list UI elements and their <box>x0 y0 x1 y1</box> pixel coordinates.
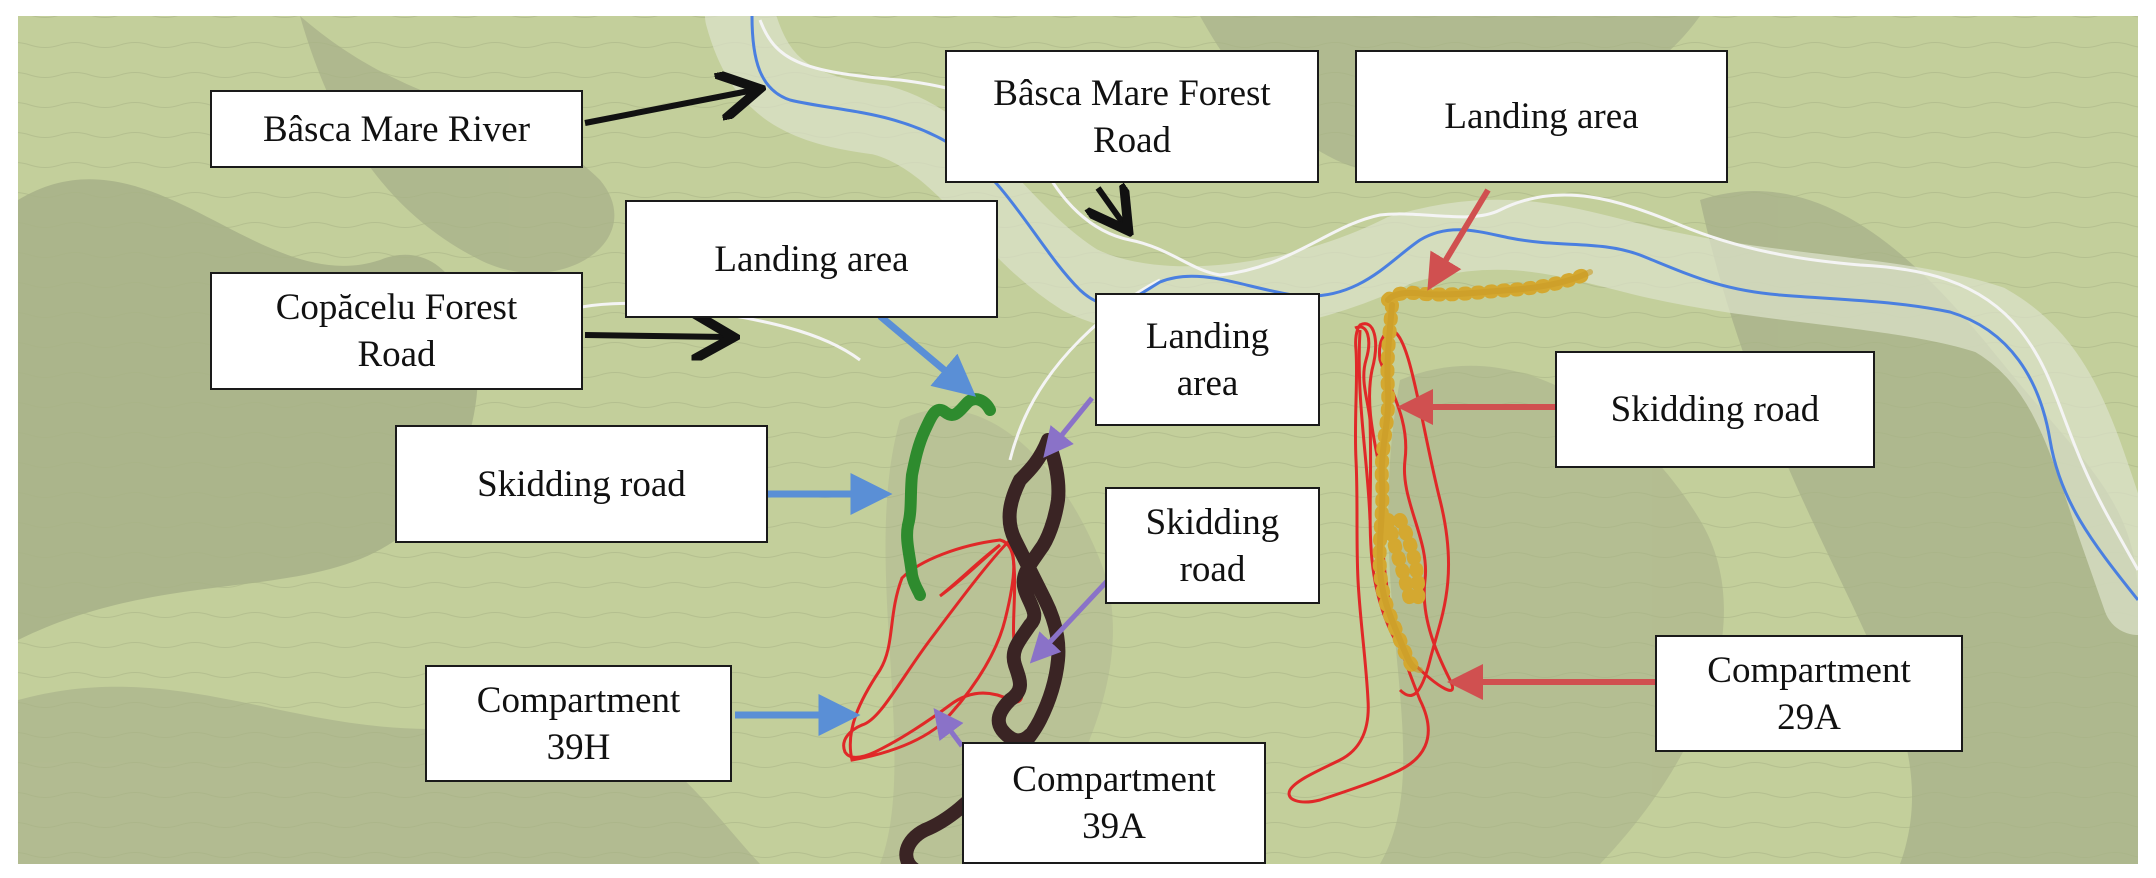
arrows-red <box>1397 188 1655 700</box>
label-compartment-39h: Compartment 39H <box>425 665 732 782</box>
arrow-landing-area-center <box>877 313 977 397</box>
label-landing-area-center: Landing area <box>625 200 998 318</box>
valley-band <box>705 0 2156 635</box>
skidding-track-29a-core <box>1376 269 1593 673</box>
arrow-basca-mare-forest-road <box>1098 188 1125 226</box>
label-copacelu-forest-road: Copăcelu Forest Road <box>210 272 583 390</box>
label-compartment-39a: Compartment 39A <box>962 742 1266 864</box>
arrow-landing-area-mid <box>1043 396 1094 458</box>
road-spur <box>1008 278 1161 461</box>
arrow-landing-area-east <box>1427 188 1491 291</box>
label-skidding-road-east: Skidding road <box>1555 351 1875 468</box>
arrow-skidding-road-mid <box>1029 576 1112 664</box>
label-skidding-road-west: Skidding road <box>395 425 768 543</box>
arrow-basca-mare-river <box>584 90 754 126</box>
label-landing-area-east: Landing area <box>1355 50 1728 183</box>
compartment-29a-boundary <box>1354 325 1455 698</box>
label-basca-mare-forest-road: Bâsca Mare Forest Road <box>945 50 1319 183</box>
arrow-copacelu-forest-road <box>584 335 728 337</box>
arrows-black <box>584 90 1125 337</box>
label-skidding-road-mid: Skidding road <box>1105 487 1320 604</box>
arrow-compartment-39a <box>933 708 964 748</box>
label-landing-area-mid: Landing area <box>1095 293 1320 426</box>
arrows-purple <box>933 396 1112 748</box>
label-basca-mare-river: Bâsca Mare River <box>210 90 583 168</box>
skidding-track-39h <box>901 393 996 601</box>
label-compartment-29a: Compartment 29A <box>1655 635 1963 752</box>
arrows-blue <box>735 313 977 736</box>
